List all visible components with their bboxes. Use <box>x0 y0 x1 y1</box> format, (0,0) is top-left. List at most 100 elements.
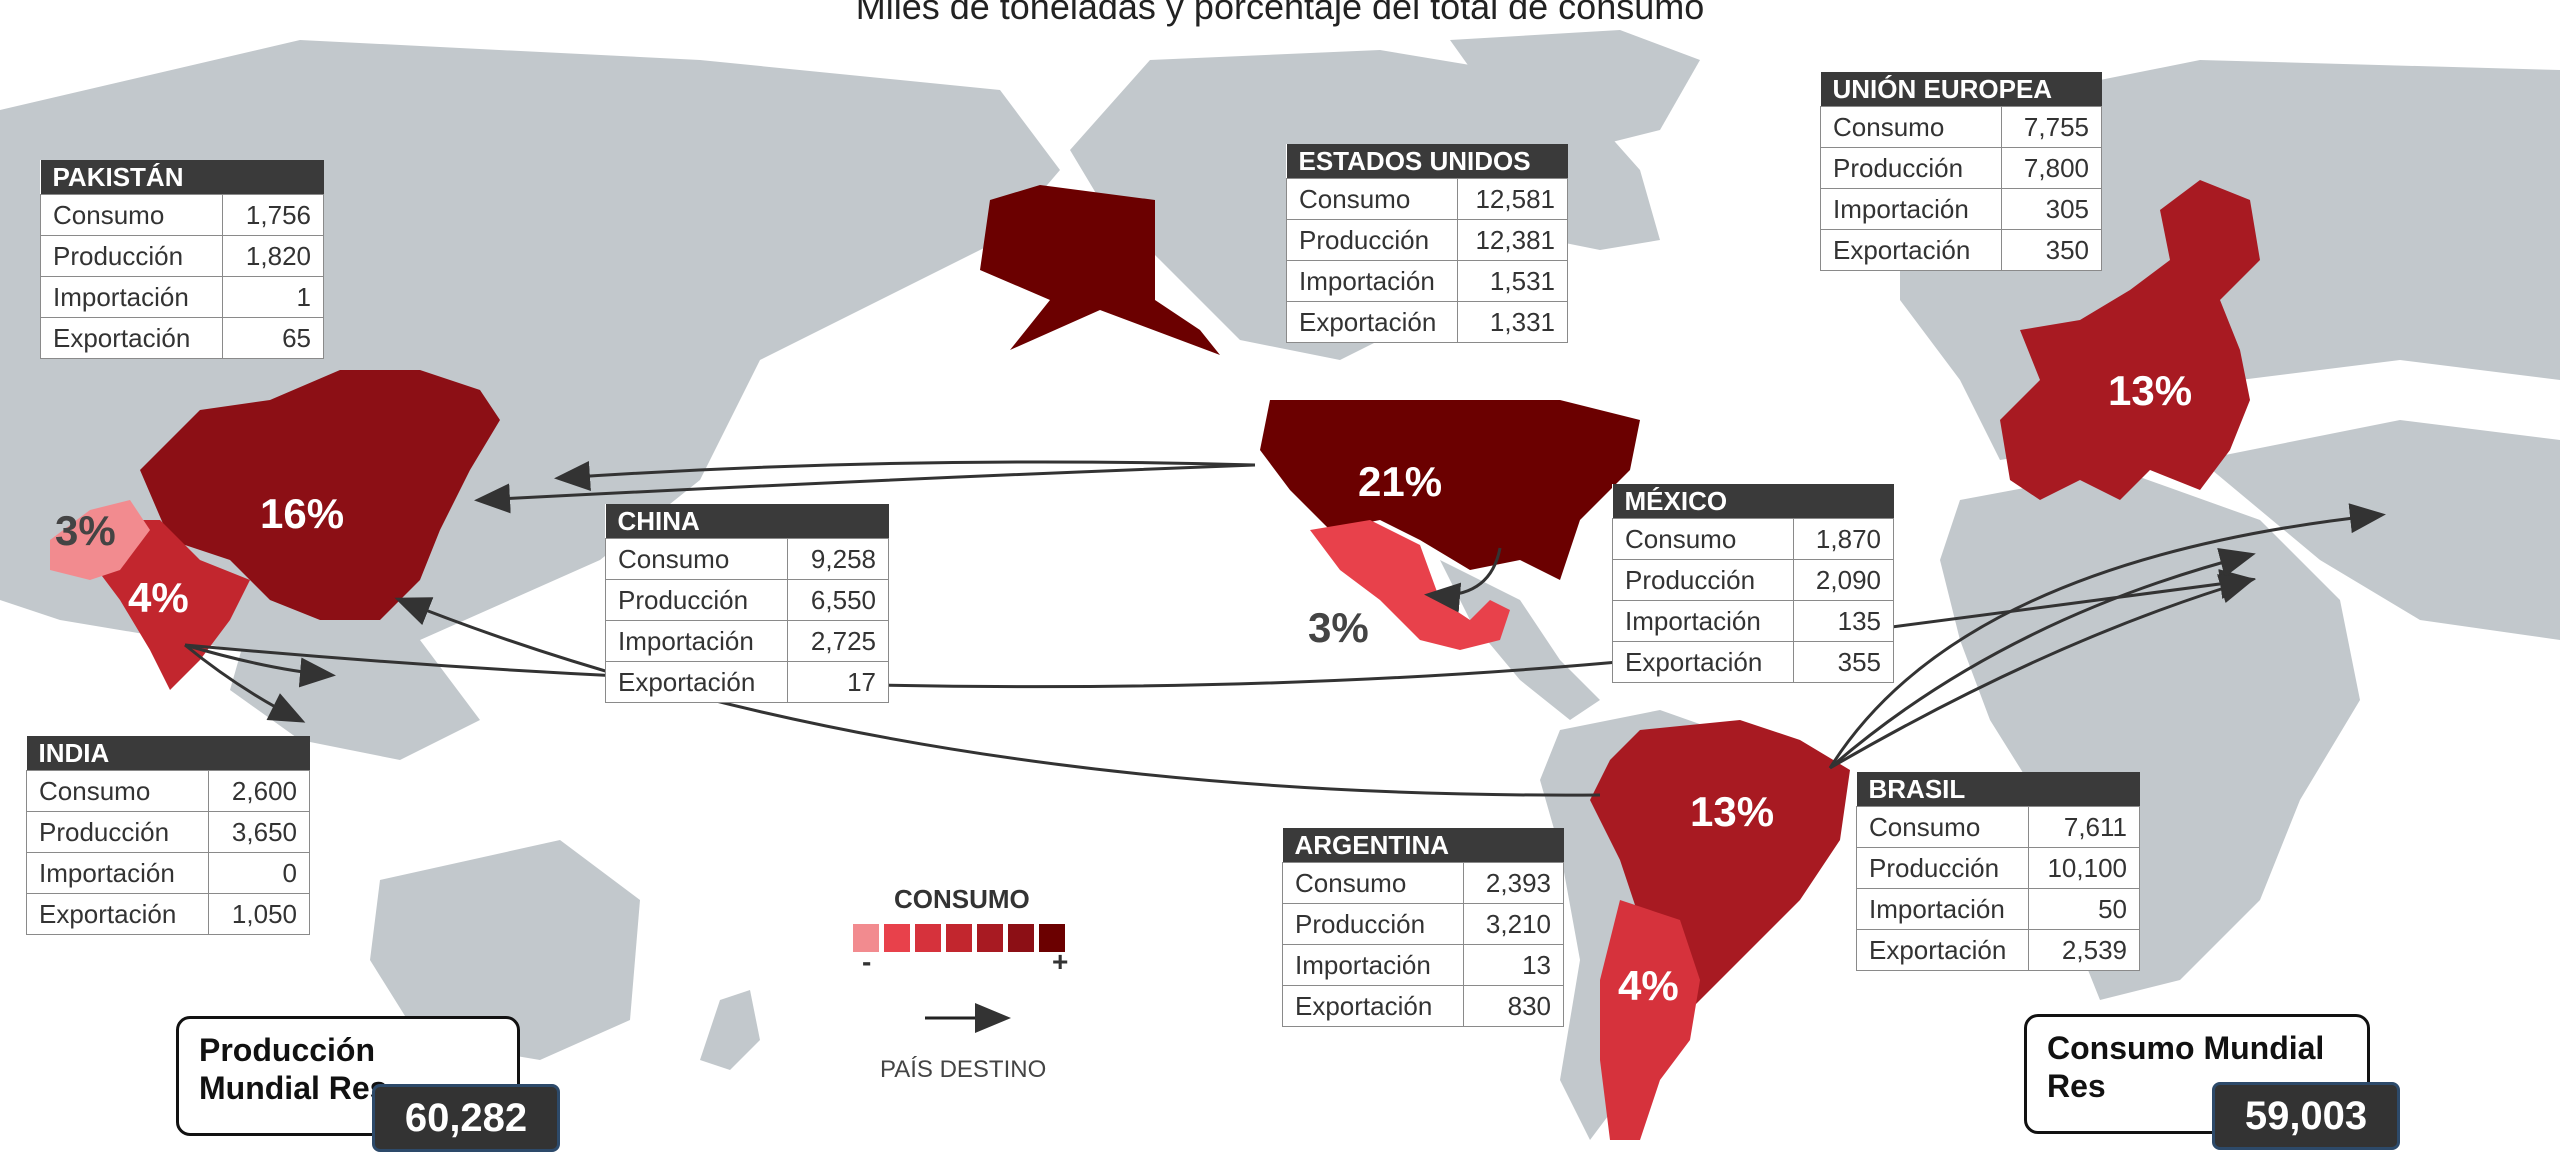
world-consumption-label: Consumo Mundial Res <box>2047 1030 2325 1104</box>
row-label: Exportación <box>26 893 209 935</box>
row-label: Importación <box>1612 600 1794 642</box>
row-value: 1,050 <box>207 893 311 935</box>
trade-arrow-brazil-russia <box>1828 503 2386 769</box>
legend-swatch-7 <box>1039 924 1065 952</box>
row-label: Importación <box>26 852 209 894</box>
world-consumption-value: 59,003 <box>2212 1082 2400 1150</box>
trade-arrow-india-southeast-asia <box>184 643 336 688</box>
trade-arrow-usa-korea <box>474 463 1256 514</box>
world-production-value: 60,282 <box>372 1084 560 1152</box>
row-label: Producción <box>40 235 223 277</box>
country-shape-china <box>140 370 500 620</box>
trade-arrow-usa-mexico <box>1424 547 1502 613</box>
row-label: Exportación <box>1286 301 1458 343</box>
pct-label-china: 16% <box>260 490 344 537</box>
landmass-australia <box>370 840 640 1060</box>
row-label: Producción <box>605 579 788 621</box>
world-production-label: Producción Mundial Res <box>199 1032 388 1106</box>
trade-arrow-usa-japan <box>554 460 1256 491</box>
landmass-new-zealand <box>700 990 760 1070</box>
row-label: Exportación <box>605 661 788 703</box>
row-label: Exportación <box>1282 985 1464 1027</box>
country-name: ESTADOS UNIDOS <box>1286 144 1568 179</box>
trade-arrow-brazil-china <box>394 597 1601 797</box>
row-label: Producción <box>1286 219 1458 261</box>
pct-label-eu: 13% <box>2108 367 2192 414</box>
legend-title: CONSUMO <box>894 884 1030 914</box>
legend-swatch-6 <box>1008 924 1034 952</box>
row-label: Importación <box>1820 188 2002 230</box>
row-label: Importación <box>1282 944 1464 986</box>
country-shape-mexico <box>1310 520 1510 650</box>
row-value: 1,820 <box>221 235 325 277</box>
row-value: 1,331 <box>1456 301 1569 343</box>
country-name: INDIA <box>26 736 310 771</box>
row-value: 0 <box>207 852 311 894</box>
country-shape-pakistan <box>50 500 150 580</box>
row-value: 1,870 <box>1792 518 1895 560</box>
row-value: 65 <box>221 317 325 359</box>
row-label: Producción <box>1820 147 2002 189</box>
pct-label-argentina: 4% <box>1618 962 1679 1009</box>
row-label: Consumo <box>26 770 209 812</box>
row-value: 1 <box>221 276 325 318</box>
legend-min-symbol: - <box>862 946 872 977</box>
landmass-greenland <box>1450 30 1700 150</box>
row-label: Consumo <box>605 538 788 580</box>
country-shape-usa <box>1260 400 1640 580</box>
country-shape-india <box>90 520 250 690</box>
legend-max-symbol: + <box>1052 946 1069 977</box>
row-label: Consumo <box>1282 862 1464 904</box>
row-label: Exportación <box>1855 929 2030 971</box>
row-label: Consumo <box>1855 806 2030 848</box>
country-name: ARGENTINA <box>1282 828 1564 863</box>
country-name: PAKISTÁN <box>40 160 324 195</box>
row-value: 2,393 <box>1462 862 1565 904</box>
pct-label-pakistan: 3% <box>55 507 116 554</box>
country-name: MÉXICO <box>1612 484 1894 519</box>
row-value: 12,581 <box>1456 178 1569 220</box>
row-value: 7,755 <box>2000 106 2103 148</box>
legend-destination-label: PAÍS DESTINO <box>880 1056 1047 1083</box>
country-name: UNIÓN EUROPEA <box>1820 72 2102 107</box>
pct-label-usa: 21% <box>1358 458 1442 505</box>
row-label: Importación <box>1286 260 1458 302</box>
row-value: 3,210 <box>1462 903 1565 945</box>
pct-label-brazil: 13% <box>1690 788 1774 835</box>
legend-swatch-3 <box>915 924 941 952</box>
row-label: Producción <box>1612 559 1794 601</box>
trade-arrow-india-indonesia <box>184 643 306 723</box>
country-name: CHINA <box>605 504 889 539</box>
row-label: Consumo <box>1612 518 1794 560</box>
row-value: 2,539 <box>2028 929 2140 971</box>
row-value: 7,611 <box>2028 806 2140 848</box>
row-value: 2,725 <box>786 620 890 662</box>
pct-label-india: 4% <box>128 574 189 621</box>
row-label: Importación <box>40 276 223 318</box>
row-value: 12,381 <box>1456 219 1569 261</box>
country-shape-alaska <box>980 185 1220 355</box>
row-value: 1,756 <box>221 194 325 236</box>
country-name: BRASIL <box>1856 772 2140 807</box>
row-label: Exportación <box>1612 641 1794 683</box>
row-value: 350 <box>2000 229 2103 271</box>
landmass-japan <box>510 350 580 480</box>
legend-swatch-4 <box>946 924 972 952</box>
row-label: Consumo <box>1286 178 1458 220</box>
map-subtitle: Miles de toneladas y porcentaje del tota… <box>855 0 1705 27</box>
row-value: 2,090 <box>1792 559 1895 601</box>
landmass-central-america <box>1440 560 1600 720</box>
row-value: 135 <box>1792 600 1895 642</box>
row-label: Exportación <box>1820 229 2002 271</box>
legend-swatch-2 <box>884 924 910 952</box>
country-shape-argentina <box>1600 900 1700 1140</box>
row-value: 50 <box>2028 888 2140 930</box>
row-value: 3,650 <box>207 811 311 853</box>
country-shape-eu <box>2000 180 2260 500</box>
